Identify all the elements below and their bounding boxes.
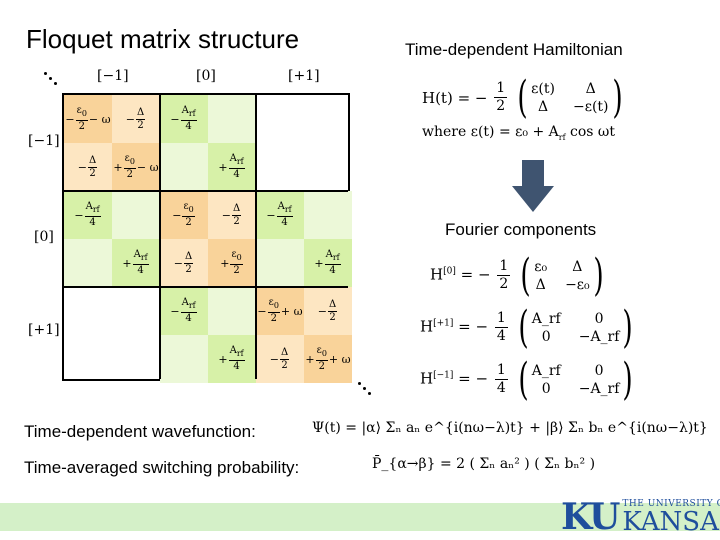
block-divider bbox=[159, 95, 161, 379]
down-arrow-icon bbox=[512, 160, 554, 212]
switching-label: Time-averaged switching probability: bbox=[24, 458, 300, 477]
ku-logo: KU THE UNIVERSITY OF KANSAS bbox=[561, 496, 720, 538]
col-label-plus: [+1] bbox=[288, 68, 320, 84]
block-divider bbox=[255, 95, 257, 379]
ellipsis-bottom-icon bbox=[358, 382, 374, 398]
hamiltonian-heading: Time-dependent Hamiltonian bbox=[405, 40, 623, 59]
wavefunction-label: Time-dependent wavefunction: bbox=[24, 422, 256, 441]
block-divider bbox=[64, 190, 348, 192]
ku-monogram: KU bbox=[561, 496, 620, 538]
matrix-cell-empty bbox=[160, 143, 208, 191]
matrix-cell-empty bbox=[64, 239, 112, 287]
fourier-heading: Fourier components bbox=[445, 220, 597, 239]
matrix-cell-empty bbox=[256, 239, 304, 287]
hamiltonian-where: where ε(t) = ε₀ + Arf cos ωt bbox=[422, 124, 615, 142]
row-label-minus: [−1] bbox=[28, 133, 60, 149]
matrix-cell-empty bbox=[208, 287, 256, 335]
matrix-cell-empty bbox=[112, 191, 160, 239]
col-label-zero: [0] bbox=[196, 68, 216, 84]
block-divider bbox=[64, 286, 348, 288]
row-label-zero: [0] bbox=[34, 229, 54, 245]
footer-band bbox=[0, 503, 720, 531]
switching-equation: P̄_{α→β} = 2 ( Σₙ aₙ² ) ( Σₙ bₙ² ) bbox=[372, 456, 596, 472]
slide-title: Floquet matrix structure bbox=[26, 24, 300, 54]
matrix-cell-empty bbox=[160, 335, 208, 383]
col-label-minus: [−1] bbox=[97, 68, 129, 84]
logo-kansas-text: KANSAS bbox=[622, 507, 720, 537]
matrix-cell-empty bbox=[208, 95, 256, 143]
ellipsis-top-icon bbox=[44, 72, 60, 88]
wavefunction-equation: Ψ(t) = |α⟩ Σₙ aₙ e^{i(nω−λ)t} + |β⟩ Σₙ b… bbox=[312, 420, 708, 436]
matrix-cell-empty bbox=[304, 191, 352, 239]
row-label-plus: [+1] bbox=[28, 322, 60, 338]
logo-university-text: THE UNIVERSITY OF bbox=[622, 499, 720, 509]
